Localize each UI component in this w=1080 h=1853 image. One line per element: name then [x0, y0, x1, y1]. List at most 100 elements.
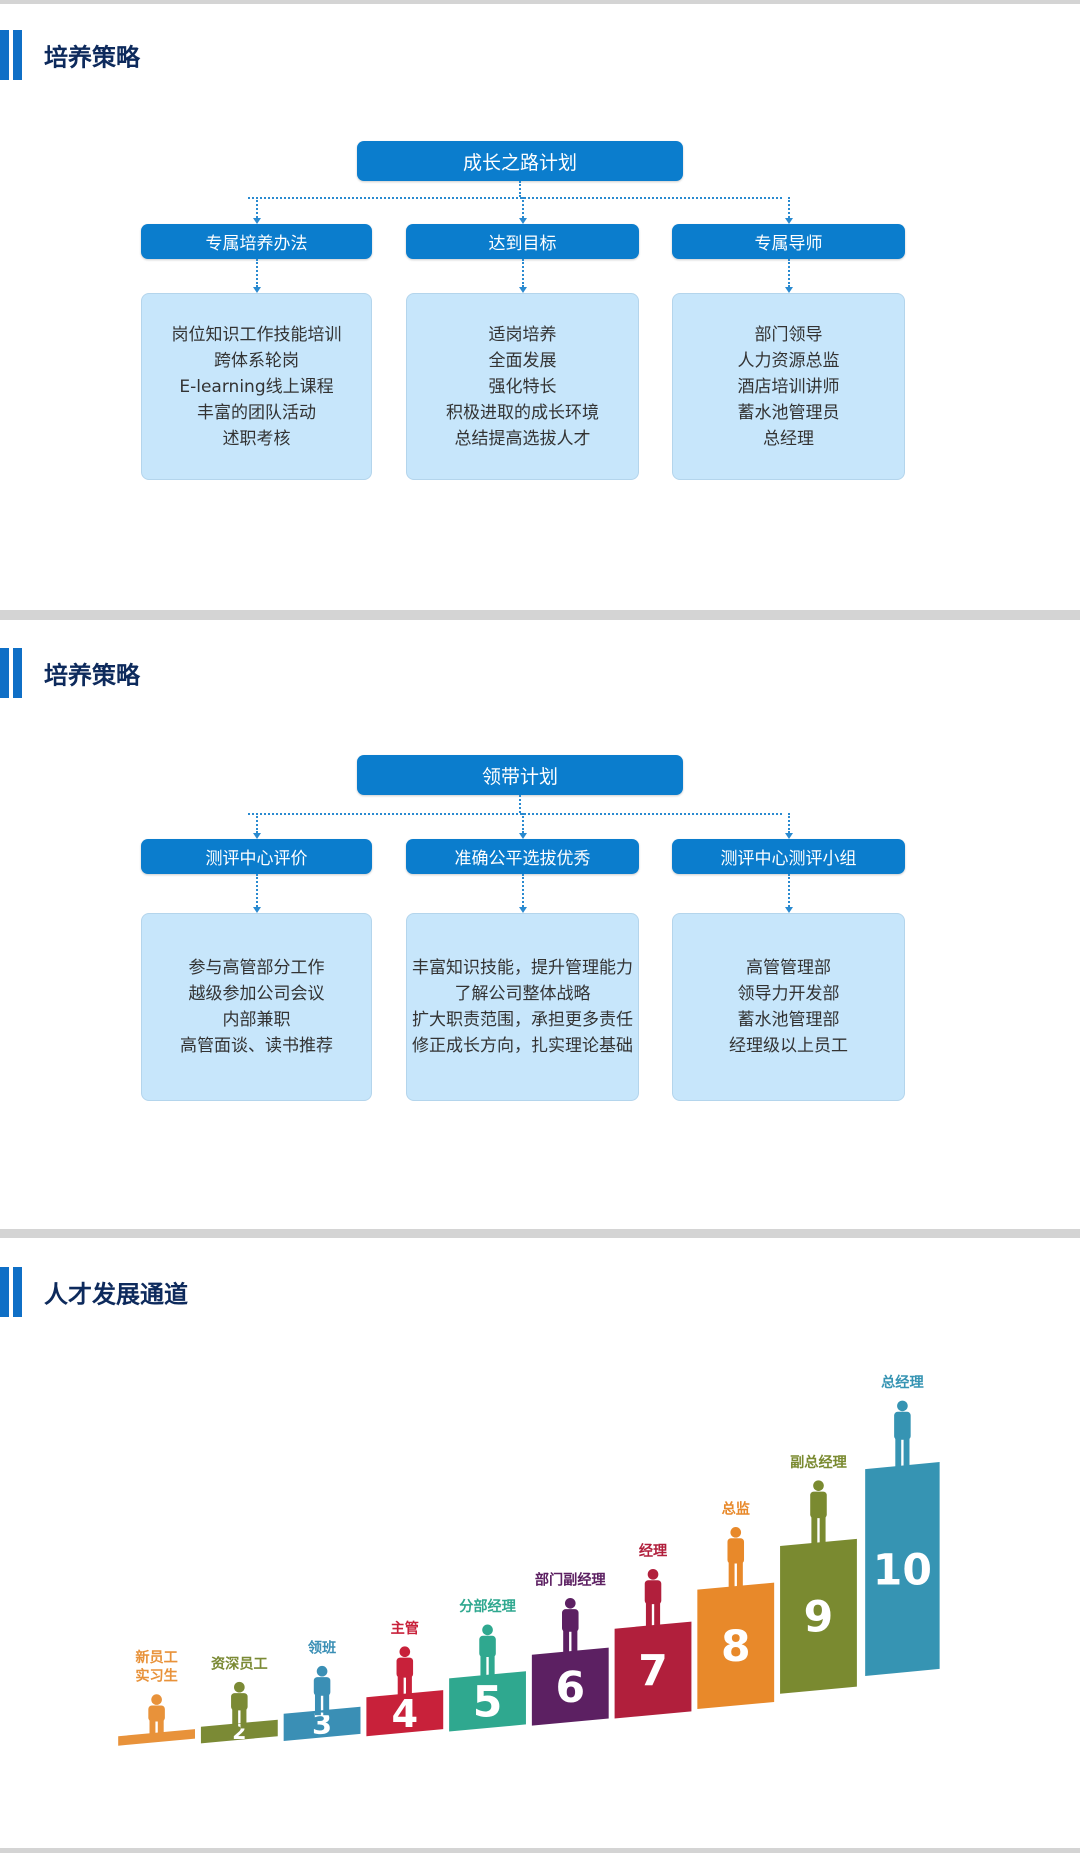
list-item: 适岗培养: [488, 324, 557, 345]
step-block: [865, 1462, 940, 1676]
column-content-box: 参与高管部分工作越级参加公司会议内部兼职高管面谈、读书推荐: [141, 913, 372, 1101]
list-item: 积极进取的成长环境: [446, 402, 599, 423]
level-label: 总经理: [881, 1374, 924, 1391]
arrow-down-icon: [785, 907, 793, 913]
header-bar: [0, 30, 9, 80]
section-header: 培养策略: [0, 30, 400, 80]
person-silhouette-icon: [894, 1400, 911, 1469]
root-plan-box: 领带计划: [357, 755, 683, 795]
header-bar: [13, 648, 22, 698]
connector: [522, 813, 524, 833]
level-label: 经理: [639, 1542, 667, 1559]
step-number: 8: [721, 1623, 751, 1672]
level-label: 总监: [722, 1500, 750, 1517]
person-silhouette-icon: [396, 1646, 414, 1699]
step-number: 3: [312, 1707, 332, 1741]
list-item: 述职考核: [222, 428, 291, 449]
connector: [522, 874, 524, 907]
connector: [788, 874, 790, 907]
section-header: 人才发展通道: [0, 1267, 400, 1317]
step-block: [780, 1538, 857, 1694]
list-item: 总结提高选拔人才: [454, 428, 591, 449]
section-title: 人才发展通道: [44, 1280, 188, 1309]
step-block: [366, 1690, 444, 1737]
header-bar: [13, 1267, 22, 1317]
step-block: [449, 1671, 526, 1732]
career-level-7: 7经理: [614, 1542, 692, 1719]
connector: [256, 197, 258, 218]
column-heading: 测评中心评价: [141, 839, 372, 874]
list-item: 丰富的团队活动: [197, 402, 316, 423]
list-item: 高管管理部: [746, 958, 831, 978]
arrow-down-icon: [519, 833, 527, 839]
arrow-down-icon: [519, 218, 527, 224]
person-silhouette-icon: [148, 1694, 165, 1739]
step-block: [283, 1706, 361, 1741]
list-item: 蓄水池管理部: [737, 1010, 840, 1030]
level-label: 副总经理: [790, 1454, 847, 1471]
arrow-down-icon: [519, 287, 527, 293]
step-number: 4: [391, 1692, 418, 1737]
arrow-down-icon: [519, 907, 527, 913]
connector: [519, 181, 521, 197]
arrow-down-icon: [253, 833, 261, 839]
divider: [0, 610, 1080, 620]
person-silhouette-icon: [231, 1681, 248, 1729]
section-title: 培养策略: [44, 661, 140, 690]
list-item: 部门领导: [754, 324, 823, 345]
column-content-box: 部门领导人力资源总监酒店培训讲师蓄水池管理员总经理: [672, 293, 905, 480]
level-label: 资深员工: [211, 1655, 268, 1672]
arrow-down-icon: [785, 218, 793, 224]
root-plan-box: 成长之路计划: [357, 141, 683, 181]
connector: [788, 259, 790, 287]
career-level-10: 10 总经理: [865, 1374, 940, 1676]
column-heading: 专属培养办法: [141, 224, 372, 259]
list-item: 总经理: [763, 428, 814, 449]
person-silhouette-icon: [810, 1480, 827, 1546]
career-level-1: 新员工实习生: [118, 1649, 196, 1746]
person-silhouette-icon: [562, 1597, 579, 1656]
list-item: 扩大职责范围，承担更多责任: [412, 1010, 633, 1030]
step-block: [614, 1621, 692, 1719]
list-item: 岗位知识工作技能培训: [171, 324, 342, 345]
section-header: 培养策略: [0, 648, 400, 698]
list-item: 越级参加公司会议: [188, 984, 325, 1004]
step-number: 10: [873, 1546, 932, 1595]
list-item: 强化特长: [488, 376, 557, 397]
list-item: 了解公司整体战略: [454, 984, 591, 1004]
connector: [256, 813, 258, 833]
list-item: 人力资源总监: [737, 350, 840, 371]
level-label: 部门副经理: [535, 1571, 606, 1588]
list-item: 蓄水池管理员: [737, 402, 840, 423]
connector: [256, 259, 258, 287]
list-item: E-learning线上课程: [179, 376, 334, 397]
level-label: 新员工实习生: [135, 1649, 178, 1685]
column-heading: 测评中心测评小组: [672, 839, 905, 874]
level-label: 分部经理: [459, 1598, 516, 1615]
person-silhouette-icon: [727, 1527, 745, 1590]
person-silhouette-icon: [644, 1569, 662, 1630]
connector: [522, 197, 524, 218]
level-label: 领班: [308, 1639, 336, 1656]
section-title: 培养策略: [44, 43, 140, 72]
column-content-box: 高管管理部领导力开发部蓄水池管理部经理级以上员工: [672, 913, 905, 1101]
person-silhouette-icon: [313, 1665, 331, 1716]
step-block: [118, 1729, 196, 1746]
level-label: 主管: [391, 1620, 419, 1637]
header-bar: [0, 648, 9, 698]
divider: [0, 0, 1080, 4]
step-block: [531, 1647, 609, 1726]
column-heading: 准确公平选拔优秀: [406, 839, 639, 874]
career-level-8: 8 总监: [697, 1500, 775, 1710]
arrow-down-icon: [253, 218, 261, 224]
connector: [788, 197, 790, 218]
divider: [0, 1848, 1080, 1853]
list-item: 领导力开发部: [737, 984, 840, 1004]
step-block: [697, 1582, 775, 1710]
column-content-box: 适岗培养全面发展强化特长积极进取的成长环境总结提高选拔人才: [406, 293, 639, 480]
